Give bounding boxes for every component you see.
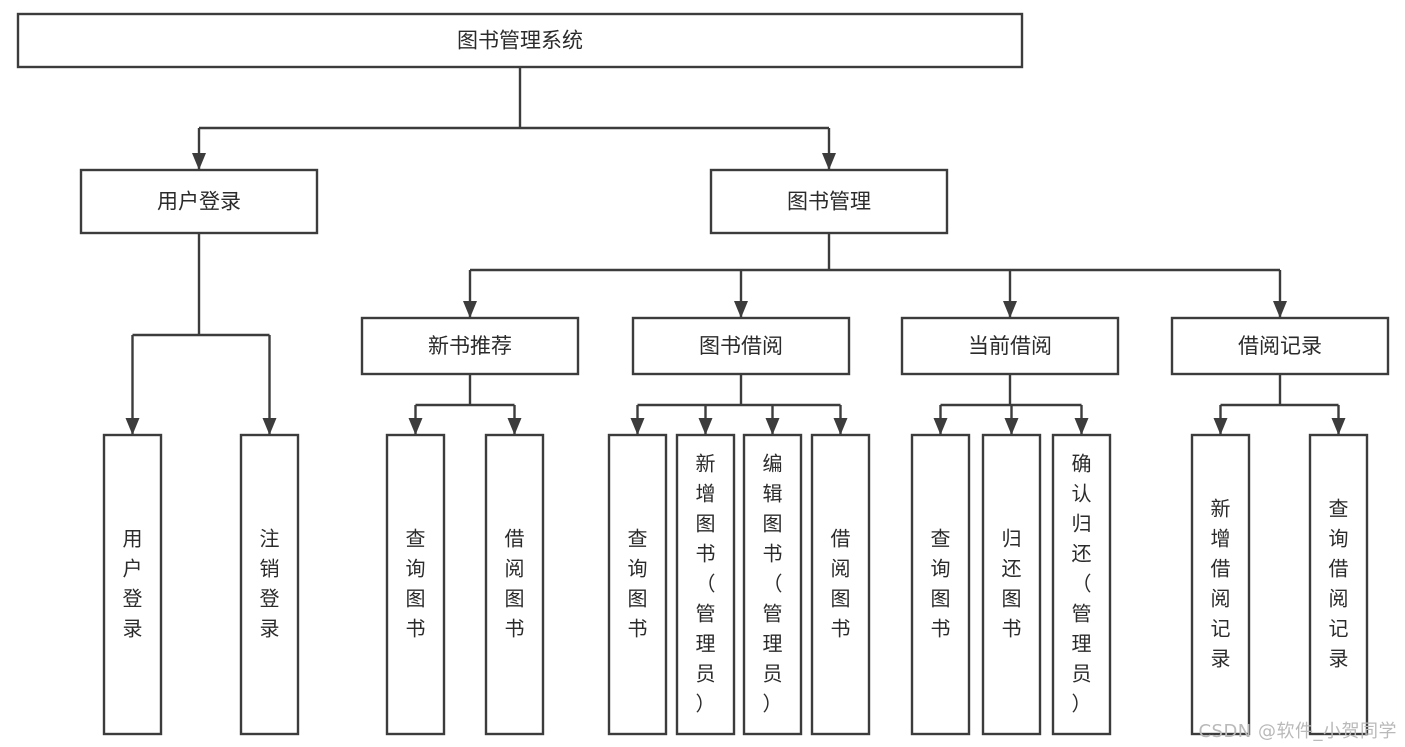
node-label: 注销登录 <box>260 526 280 640</box>
node-box <box>484 433 545 736</box>
node-leaf-add-record[interactable]: 新增借阅记录 <box>1190 433 1251 736</box>
node-label: 当前借阅 <box>968 334 1052 358</box>
node-box <box>79 168 319 235</box>
node-leaf-query-record[interactable]: 查询借阅记录 <box>1308 433 1369 736</box>
node-leaf-edit-book[interactable]: 编辑图书（管理员） <box>742 433 803 736</box>
node-label: 查询图书 <box>628 526 648 640</box>
node-label: 确认归还（管理员） <box>1072 451 1092 715</box>
node-box <box>631 316 851 376</box>
node-new-book-rec[interactable]: 新书推荐 <box>360 316 580 376</box>
node-box <box>16 12 1024 69</box>
node-label: 用户登录 <box>157 190 241 214</box>
node-leaf-confirm-return[interactable]: 确认归还（管理员） <box>1051 433 1112 736</box>
node-label: 新书推荐 <box>428 334 512 358</box>
node-leaf-query-book-2[interactable]: 查询图书 <box>607 433 668 736</box>
connector-layer <box>125 67 1346 435</box>
node-label: 借阅图书 <box>505 526 525 640</box>
node-label: 新增图书（管理员） <box>696 451 716 715</box>
node-label: 图书借阅 <box>699 334 783 358</box>
node-layer: 图书管理系统用户登录图书管理新书推荐图书借阅当前借阅借阅记录用户登录注销登录查询… <box>16 12 1390 736</box>
node-label: 新增借阅记录 <box>1211 496 1231 670</box>
node-book-borrow[interactable]: 图书借阅 <box>631 316 851 376</box>
node-box <box>360 316 580 376</box>
node-box <box>900 316 1120 376</box>
node-label: 查询图书 <box>931 526 951 640</box>
node-leaf-return-book[interactable]: 归还图书 <box>981 433 1042 736</box>
node-label: 图书管理 <box>787 190 871 214</box>
node-label: 用户登录 <box>123 526 143 640</box>
node-box <box>910 433 971 736</box>
node-label: 查询图书 <box>406 526 426 640</box>
node-box <box>709 168 949 235</box>
node-label: 借阅记录 <box>1238 334 1322 358</box>
node-leaf-user-login[interactable]: 用户登录 <box>102 433 163 736</box>
node-box <box>1051 433 1112 736</box>
node-leaf-borrow-book-2[interactable]: 借阅图书 <box>810 433 871 736</box>
node-root[interactable]: 图书管理系统 <box>16 12 1024 69</box>
node-current-borrow[interactable]: 当前借阅 <box>900 316 1120 376</box>
node-box <box>1190 433 1251 736</box>
node-box <box>1170 316 1390 376</box>
node-borrow-record[interactable]: 借阅记录 <box>1170 316 1390 376</box>
node-leaf-add-book[interactable]: 新增图书（管理员） <box>675 433 736 736</box>
node-label: 查询借阅记录 <box>1329 496 1349 670</box>
node-leaf-query-book-3[interactable]: 查询图书 <box>910 433 971 736</box>
node-box <box>742 433 803 736</box>
node-box <box>675 433 736 736</box>
node-box <box>1308 433 1369 736</box>
node-user-login[interactable]: 用户登录 <box>79 168 319 235</box>
node-leaf-query-book-1[interactable]: 查询图书 <box>385 433 446 736</box>
node-label: 图书管理系统 <box>457 29 583 53</box>
node-leaf-borrow-book-1[interactable]: 借阅图书 <box>484 433 545 736</box>
node-box <box>102 433 163 736</box>
node-box <box>810 433 871 736</box>
node-leaf-logout[interactable]: 注销登录 <box>239 433 300 736</box>
node-box <box>385 433 446 736</box>
node-label: 借阅图书 <box>831 526 851 640</box>
node-box <box>239 433 300 736</box>
node-box <box>607 433 668 736</box>
node-book-manage[interactable]: 图书管理 <box>709 168 949 235</box>
node-label: 归还图书 <box>1002 526 1022 640</box>
node-label: 编辑图书（管理员） <box>763 451 783 715</box>
node-box <box>981 433 1042 736</box>
